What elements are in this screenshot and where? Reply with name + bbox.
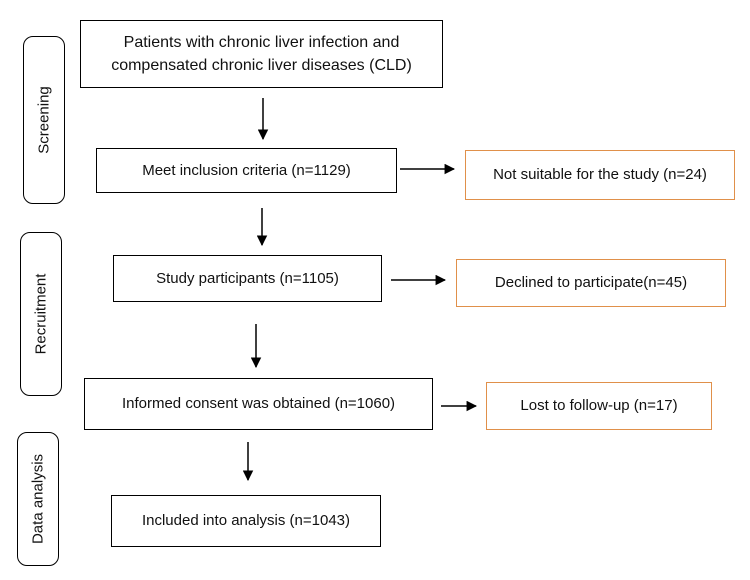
box-not-suitable: Not suitable for the study (n=24) xyxy=(465,150,735,200)
box-lost-follow-up-text: Lost to follow-up (n=17) xyxy=(520,397,678,415)
box-analysis: Included into analysis (n=1043) xyxy=(111,495,381,547)
stage-data-analysis: Data analysis xyxy=(17,432,59,566)
box-declined: Declined to participate(n=45) xyxy=(456,259,726,307)
box-inclusion: Meet inclusion criteria (n=1129) xyxy=(96,148,397,193)
box-lost-follow-up: Lost to follow-up (n=17) xyxy=(486,382,712,430)
box-participants-text: Study participants (n=1105) xyxy=(156,269,339,287)
stage-screening-label: Screening xyxy=(35,86,53,154)
box-participants: Study participants (n=1105) xyxy=(113,255,382,302)
stage-screening: Screening xyxy=(23,36,65,204)
box-inclusion-text: Meet inclusion criteria (n=1129) xyxy=(142,161,351,179)
box-patients-line-2: compensated chronic liver diseases (CLD) xyxy=(111,57,412,74)
box-declined-text: Declined to participate(n=45) xyxy=(494,274,688,292)
box-patients: Patients with chronic liver infection an… xyxy=(80,20,443,88)
box-consent-text: Informed consent was obtained (n=1060) xyxy=(121,395,396,413)
stage-data-analysis-label: Data analysis xyxy=(29,453,47,545)
box-patients-line-1: Patients with chronic liver infection an… xyxy=(123,33,400,51)
box-consent: Informed consent was obtained (n=1060) xyxy=(84,378,433,430)
stage-recruitment-label: Recruitment xyxy=(32,273,50,355)
box-analysis-text: Included into analysis (n=1043) xyxy=(141,512,351,530)
box-not-suitable-text: Not suitable for the study (n=24) xyxy=(493,166,707,184)
stage-recruitment: Recruitment xyxy=(20,232,62,396)
